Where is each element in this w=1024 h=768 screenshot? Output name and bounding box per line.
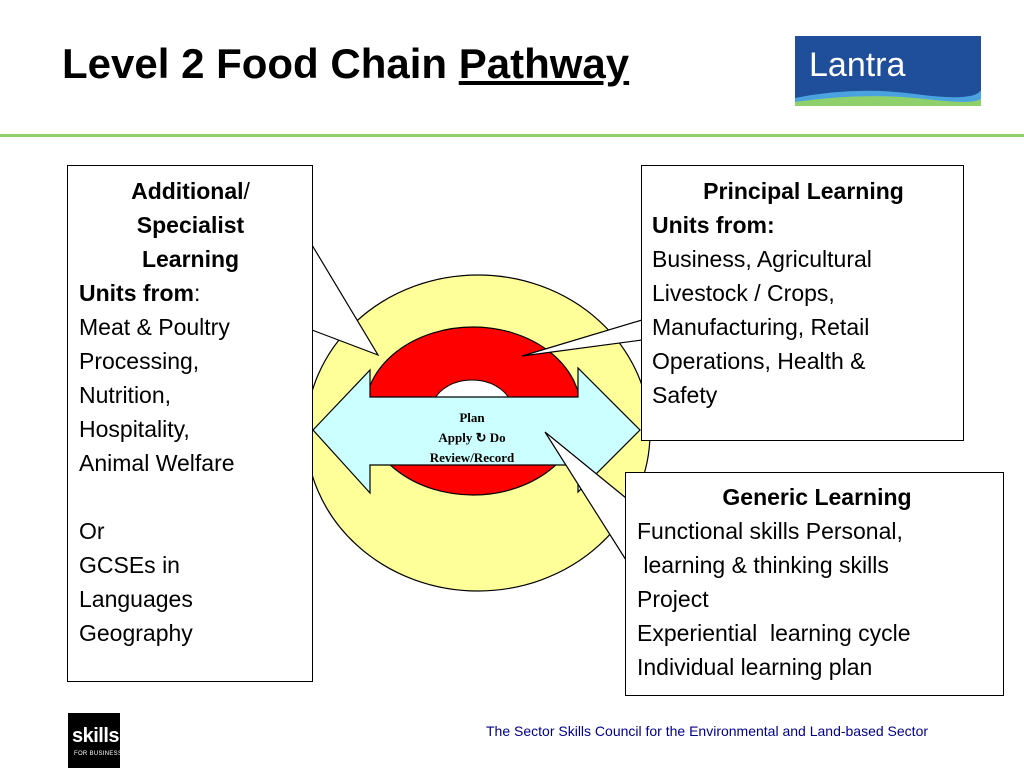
double-arrow-band (312, 366, 641, 495)
left-list-item: Animal Welfare (79, 450, 235, 476)
bottom-heading: Generic Learning (722, 484, 912, 510)
skills-for-business-logo: skills FOR BUSINESS (68, 713, 123, 768)
right-list-item: Operations, Health & (652, 348, 866, 374)
right-heading: Principal Learning (703, 178, 904, 204)
left-units-colon: : (194, 280, 201, 306)
footer-tagline: The Sector Skills Council for the Enviro… (486, 723, 929, 739)
skills-logo-text: skills (72, 725, 120, 747)
title-underlined: Pathway (458, 40, 630, 87)
bottom-list-item: Individual learning plan (637, 654, 873, 680)
left-heading-1: Additional (131, 178, 244, 204)
generic-learning-box: Generic Learning Functional skills Perso… (625, 472, 1004, 696)
cycle-review: Review/Record (429, 450, 515, 465)
left-heading-slash: / (243, 178, 250, 204)
right-units-label: Units from: (652, 212, 775, 238)
left-list-item: Meat & Poultry (79, 314, 230, 340)
cycle-label: Plan Apply ↻ Do Review/Record (410, 408, 534, 468)
left-callout-pointer (311, 242, 380, 357)
left-list-item: Nutrition, (79, 382, 172, 408)
title-main: Level 2 Food Chain (62, 40, 459, 87)
left-list-item: Processing, (79, 348, 200, 374)
left-or-label: Or (79, 518, 105, 544)
principal-learning-box: Principal Learning Units from: Business,… (641, 165, 964, 441)
right-list-item: Manufacturing, Retail (652, 314, 870, 340)
left-alt-item: Geography (79, 620, 193, 646)
left-list-item: Hospitality, (79, 416, 190, 442)
bottom-list-item: Functional skills Personal, (637, 518, 903, 544)
right-list-item: Business, Agricultural (652, 246, 872, 272)
right-list-item: Livestock / Crops, (652, 280, 835, 306)
bottom-list-item: Project (637, 586, 709, 612)
page-title: Level 2 Food Chain Pathway (62, 40, 629, 88)
left-alt-item: Languages (79, 586, 193, 612)
logo-wave-icon (795, 90, 981, 106)
lantra-logo-text: Lantra (809, 46, 906, 84)
cycle-apply: Apply (438, 430, 473, 445)
left-alt-item: GCSEs in (79, 552, 180, 578)
right-list-item: Safety (652, 382, 718, 408)
left-heading-3: Learning (141, 246, 240, 272)
cycle-arrow-icon: ↻ (475, 430, 487, 445)
left-heading-2: Specialist (136, 212, 245, 238)
skills-logo-subtext: FOR BUSINESS (74, 751, 123, 757)
additional-learning-box: Additional/ Specialist Learning Units fr… (67, 165, 313, 682)
left-units-label: Units from (79, 280, 194, 306)
lantra-logo: Lantra (795, 36, 981, 106)
header-divider (0, 134, 1024, 137)
bottom-list-item: learning & thinking skills (637, 552, 889, 578)
bottom-list-item: Experiential learning cycle (637, 620, 911, 646)
cycle-do: Do (489, 430, 506, 445)
cycle-plan: Plan (459, 410, 485, 425)
